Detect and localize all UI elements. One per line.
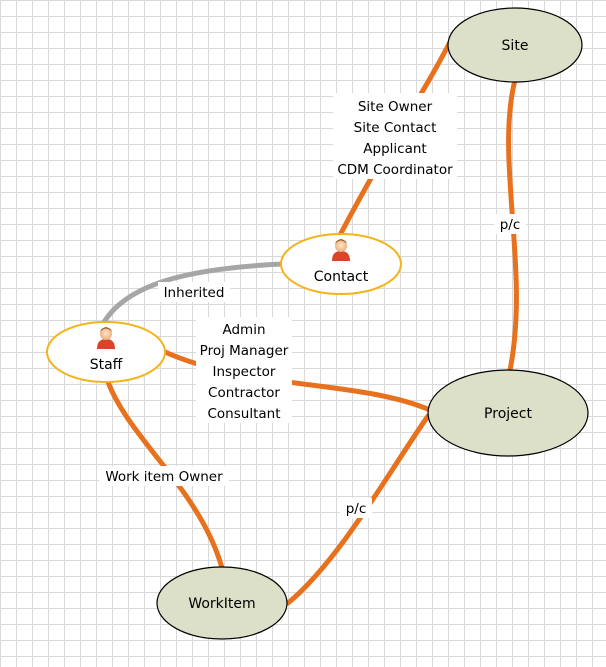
role-admin: Admin (222, 322, 265, 338)
role-consultant: Consultant (208, 406, 281, 422)
node-project-label: Project (484, 406, 532, 422)
edge-label-workitem-project: p/c (340, 498, 372, 518)
node-staff-label: Staff (90, 357, 123, 373)
role-inspector: Inspector (213, 364, 276, 380)
node-project[interactable]: Project (427, 369, 589, 457)
edge-contact-staff-inherited (101, 261, 285, 325)
node-contact[interactable]: Contact (280, 233, 402, 295)
role-site-contact: Site Contact (354, 120, 437, 136)
node-site[interactable]: Site (447, 7, 583, 83)
node-workitem-label: WorkItem (188, 596, 255, 612)
work-item-owner-label: Work item Owner (105, 469, 223, 485)
node-staff[interactable]: Staff (46, 321, 166, 383)
role-proj-manager: Proj Manager (200, 343, 289, 359)
role-site-owner: Site Owner (358, 99, 433, 115)
inherited-label: Inherited (164, 285, 225, 301)
edge-label-site-project: p/c (494, 214, 526, 234)
edge-label-inherited: Inherited (158, 282, 230, 302)
edge-label-work-item-owner: Work item Owner (99, 466, 229, 486)
edge-label-staff-project: Admin Proj Manager Inspector Contractor … (196, 317, 292, 423)
edge-label-site-contact: Site Owner Site Contact Applicant CDM Co… (333, 93, 457, 179)
node-site-label: Site (502, 38, 529, 54)
pc-label-site-project: p/c (500, 217, 521, 233)
role-cdm-coordinator: CDM Coordinator (337, 162, 453, 178)
person-icon (332, 239, 350, 261)
role-applicant: Applicant (363, 141, 426, 157)
person-icon (97, 327, 115, 349)
role-contractor: Contractor (208, 385, 280, 401)
pc-label-workitem-project: p/c (346, 501, 367, 517)
node-contact-label: Contact (314, 269, 369, 285)
node-workitem[interactable]: WorkItem (156, 566, 288, 640)
